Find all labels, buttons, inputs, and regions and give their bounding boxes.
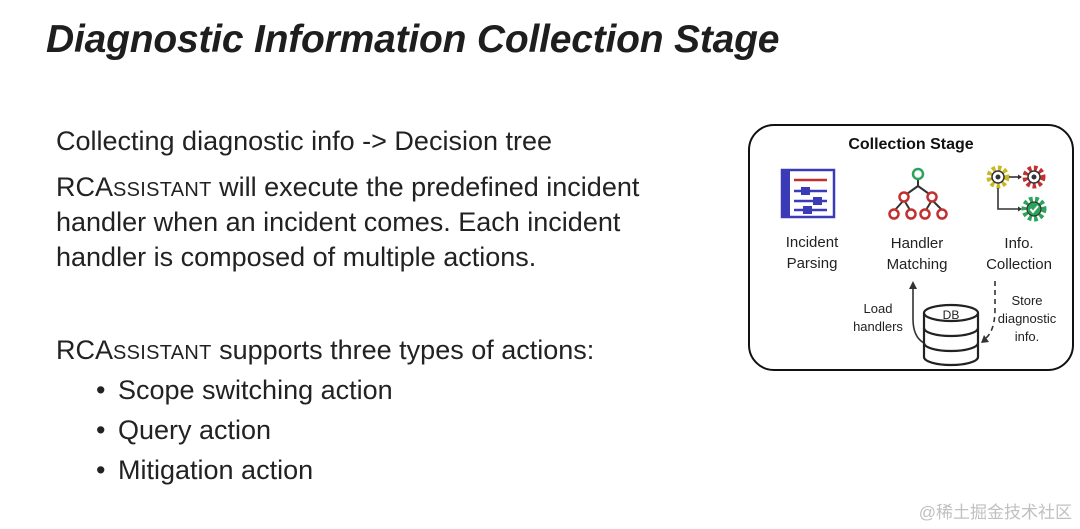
stage-incident-parsing: Incident Parsing (785, 234, 839, 272)
list-item: •Scope switching action (96, 375, 393, 405)
slide-title: Diagnostic Information Collection Stage (46, 18, 780, 61)
intro-line-2-text: will execute the predefined incident (211, 172, 640, 202)
list-item: •Mitigation action (96, 455, 314, 485)
product-name-rest: SSISTANT (113, 179, 212, 201)
gears-flow-icon (986, 165, 1047, 222)
decision-tree-icon (888, 167, 948, 220)
product-name-prefix: RCA (56, 172, 114, 202)
store-info-arrow (981, 281, 996, 343)
stage-handler-matching: Handler Matching (886, 235, 948, 273)
document-list-icon (780, 168, 836, 219)
watermark: @稀土掘金技术社区 (918, 503, 1072, 522)
actions-heading-text: supports three types of actions: (211, 335, 595, 365)
product-name-prefix: RCA (56, 335, 114, 365)
diagram-title: Collection Stage (848, 136, 974, 153)
list-item: •Query action (96, 415, 272, 445)
store-info-label: Store diagnostic info. (997, 293, 1057, 344)
database-icon (922, 303, 980, 367)
db-label: DB (942, 308, 960, 322)
product-name-rest: SSISTANT (113, 342, 212, 364)
intro-line-4: handler is composed of multiple actions. (56, 242, 537, 272)
intro-line-1: Collecting diagnostic info -> Decision t… (56, 126, 553, 156)
intro-line-2: RCASSISTANT will execute the predefined … (56, 170, 639, 208)
collection-stage-diagram: Collection Stage (748, 124, 1074, 371)
intro-line-3: handler when an incident comes. Each inc… (56, 207, 621, 237)
actions-heading: RCASSISTANT supports three types of acti… (56, 333, 594, 371)
load-handlers-label: Load handlers (853, 301, 903, 334)
actions-list: •Scope switching action •Query action •M… (96, 370, 393, 490)
load-handlers-arrow (909, 281, 925, 344)
stage-info-collection: Info. Collection (986, 235, 1052, 273)
